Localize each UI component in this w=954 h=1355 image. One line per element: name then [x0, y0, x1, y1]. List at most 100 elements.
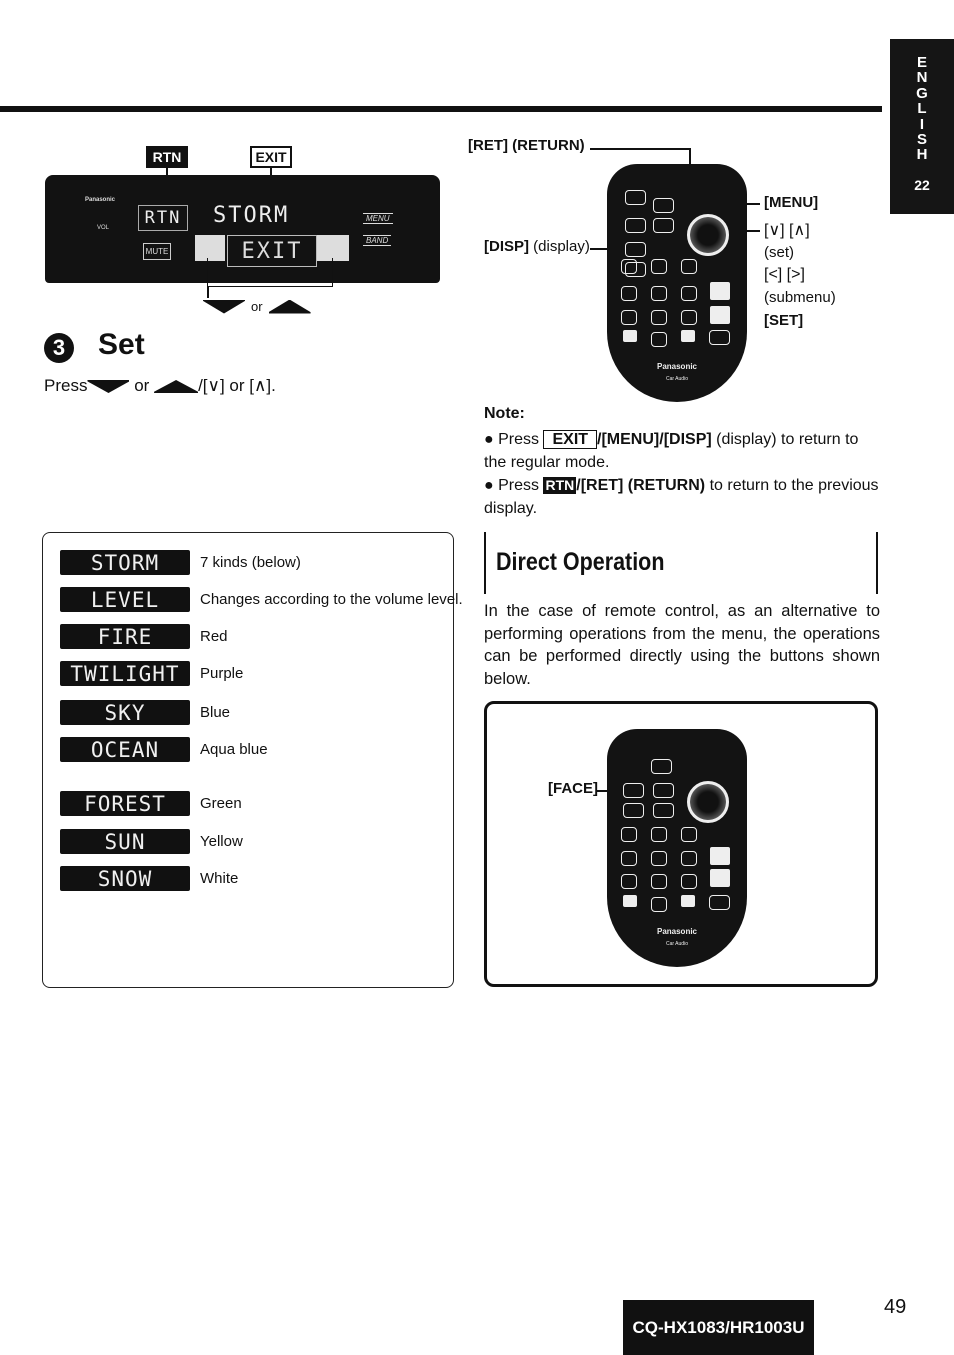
remote-button: [709, 895, 730, 910]
step-number: 3: [44, 333, 74, 363]
remote-brand: Panasonic: [656, 362, 697, 371]
color-desc: Blue: [200, 704, 231, 721]
color-desc: Changes according to the volume level.: [200, 591, 463, 608]
remote-control: Panasonic Car Audio: [607, 729, 747, 967]
remote-button: [623, 330, 637, 342]
color-desc: White: [200, 870, 239, 887]
remote-button: [621, 851, 637, 866]
color-row: OCEAN Aqua blue: [60, 737, 268, 762]
color-row: SNOW White: [60, 866, 238, 891]
up-arrow-icon: [268, 299, 311, 314]
bullet: ●: [484, 477, 499, 494]
note-item: ● Press RTN/[RET] (RETURN) to return to …: [484, 477, 879, 517]
remote-button: [651, 827, 667, 842]
up-arrow-icon: [154, 380, 199, 394]
step-instruction: Press or /[∨] or [∧].: [44, 376, 276, 396]
arrow-buttons-legend: or: [203, 299, 311, 314]
remote-button: [653, 783, 674, 798]
color-name: OCEAN: [60, 737, 190, 762]
head-unit-display: Panasonic VOL RTN STORM MENU BAND MUTE E…: [45, 175, 440, 283]
remote-button: [621, 259, 637, 274]
remote-button: [653, 218, 674, 233]
remote-dial-icon: [687, 214, 729, 256]
direct-operation-text: In the case of remote control, as an alt…: [484, 602, 880, 688]
note-title: Note:: [484, 405, 525, 422]
color-name: SKY: [60, 700, 190, 725]
remote-button: [681, 874, 697, 889]
remote-button: [621, 286, 637, 301]
remote-figure-box: [484, 701, 878, 987]
color-name: FIRE: [60, 624, 190, 649]
page-number: 49: [884, 1296, 907, 1318]
remote-control: Panasonic Car Audio: [607, 164, 747, 402]
or-text: or: [251, 299, 263, 314]
remote-button: [623, 803, 644, 818]
remote-button: [653, 803, 674, 818]
section-page-number: 22: [914, 176, 930, 193]
remote-button: [651, 310, 667, 325]
color-row: SUN Yellow: [60, 829, 243, 854]
arrow-bracket-stem: [207, 286, 209, 298]
ret-leader: [590, 148, 690, 150]
remote-button: [623, 895, 637, 907]
step-title: Set: [98, 328, 145, 361]
remote-button: [709, 330, 730, 345]
remote-button: [681, 310, 697, 325]
exit-label: EXIT: [250, 146, 292, 168]
remote-button: [651, 332, 667, 347]
set-label: [SET]: [764, 312, 804, 329]
remote-button: [681, 851, 697, 866]
direct-operation-frame: [484, 532, 878, 594]
press-or: or: [134, 376, 150, 395]
language-tab: E N G L I S H 22: [890, 39, 954, 214]
color-desc: Aqua blue: [200, 741, 268, 758]
color-row: SKY Blue: [60, 700, 230, 725]
color-name: FOREST: [60, 791, 190, 816]
remote-button: [623, 783, 644, 798]
color-desc: 7 kinds (below): [200, 554, 301, 571]
remote-sub-brand: Car Audio: [666, 941, 688, 947]
remote-button: [651, 759, 672, 774]
section-title: Direct Operation: [496, 548, 665, 576]
remote-button: [681, 286, 697, 301]
color-desc: Red: [200, 628, 228, 645]
vol-segment: VOL: [97, 225, 110, 231]
remote-button: [653, 198, 674, 213]
remote-button: [621, 827, 637, 842]
press-suffix: /[∨] or [∧].: [198, 376, 276, 395]
exit-segment: EXIT: [227, 235, 317, 267]
submenu-label: (submenu): [764, 289, 836, 306]
remote-button: [625, 218, 646, 233]
remote-brand: Panasonic: [656, 927, 697, 936]
remote-button: [681, 330, 695, 342]
storm-segment: STORM: [213, 203, 290, 228]
up-arrow-button: [317, 235, 349, 261]
remote-button: [625, 190, 646, 205]
band-segment: BAND: [363, 235, 392, 246]
volume-down-icon: [710, 306, 730, 324]
color-desc: Purple: [200, 665, 244, 682]
volume-up-icon: [710, 847, 730, 865]
remote-button: [651, 259, 667, 274]
color-row: STORM 7 kinds (below): [60, 550, 301, 575]
color-name: TWILIGHT: [60, 661, 190, 686]
remote-button: [621, 310, 637, 325]
face-label: [FACE]: [548, 780, 598, 797]
mute-segment: MUTE: [143, 243, 171, 260]
color-name: SUN: [60, 829, 190, 854]
color-name: SNOW: [60, 866, 190, 891]
rtn-segment: RTN: [138, 205, 188, 231]
updown-label: [∨] [∧]: [764, 222, 810, 239]
menu-label: [MENU]: [764, 194, 819, 211]
color-name: LEVEL: [60, 587, 190, 612]
remote-button: [651, 897, 667, 912]
leftright-label: [<] [>]: [764, 266, 805, 283]
color-row: TWILIGHT Purple: [60, 661, 243, 686]
remote-button: [651, 874, 667, 889]
remote-button: [651, 286, 667, 301]
note-item: ● Press EXIT/[MENU]/[DISP] (display) to …: [484, 430, 859, 471]
color-row: FIRE Red: [60, 624, 228, 649]
remote-button: [681, 259, 697, 274]
press-prefix: Press: [44, 376, 88, 395]
color-desc: Green: [200, 795, 242, 812]
